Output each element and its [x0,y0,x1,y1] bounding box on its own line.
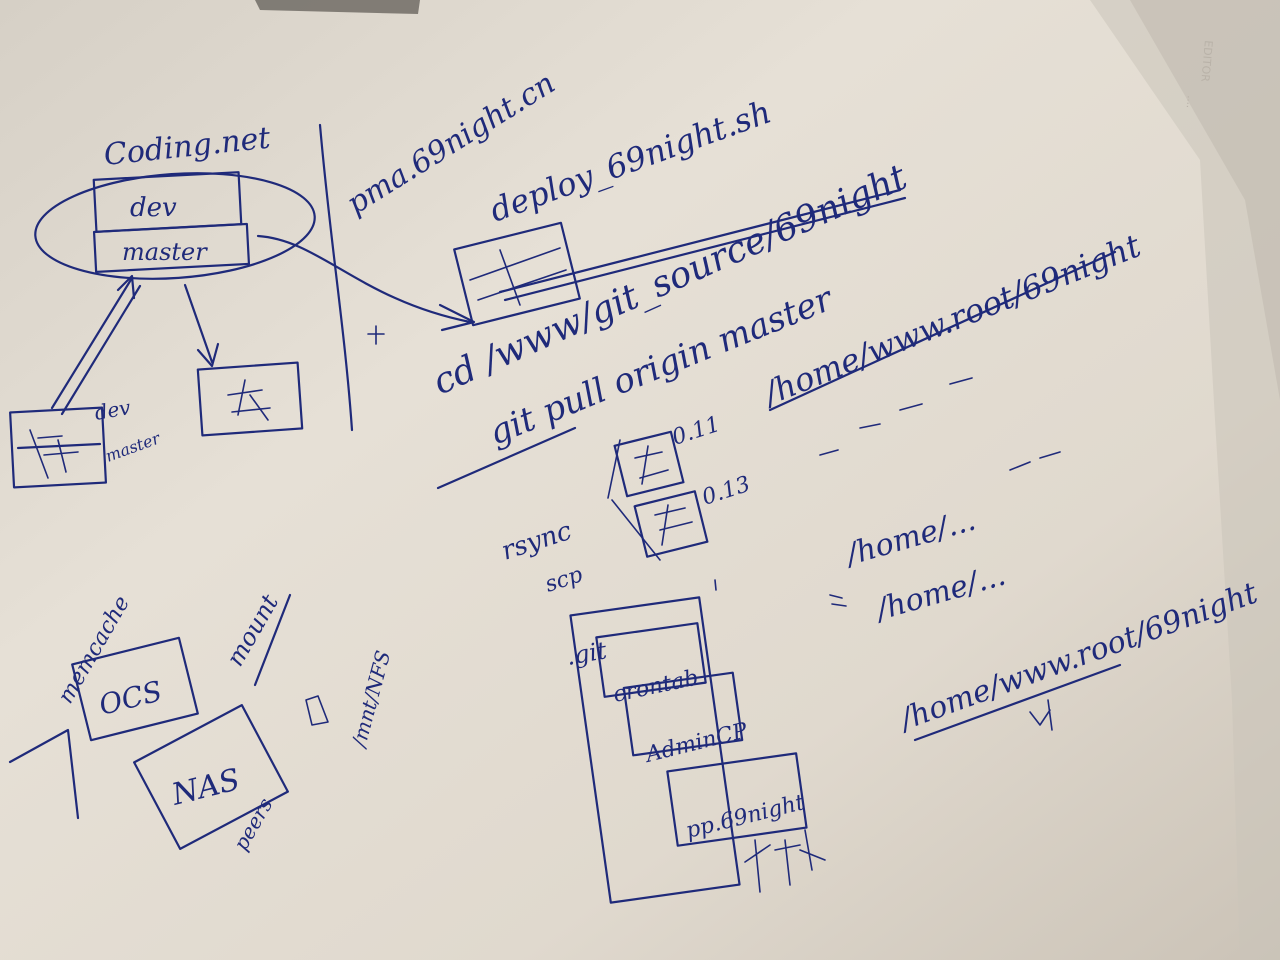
server-2-box [633,490,709,558]
admincp-box [622,671,744,757]
svg-text:····: ···· [1181,95,1193,109]
vi-mark [1029,699,1053,731]
machine-2-scribble [227,379,271,421]
home-entry-1: /home/... [840,503,980,574]
nas-label: NAS [167,762,243,813]
server-2-scribble [654,504,693,546]
dev-branch-label: dev [130,193,177,223]
section-divider [318,123,354,432]
repo-ellipse [34,172,316,280]
ocs-label: OCS [96,674,166,721]
git-underline [436,426,577,490]
pull-arrow [183,283,214,364]
deploy-arrowhead [438,303,476,332]
ip-1-label: 0.11 [669,412,723,451]
master-branch-label: master [122,238,208,266]
local-master-label: master [103,428,164,466]
cd-underline-1 [498,188,902,294]
repo-container-box [569,596,741,904]
scratch-marks [469,247,567,306]
local-machine-1-box [9,406,108,489]
git-folder-label: .git [564,636,609,671]
mount-label: mount [221,589,284,671]
deploy-arrow [256,234,472,324]
admincp-label: AdminCP [641,718,751,768]
local-machine-2-box [196,361,304,437]
ocs-box [71,636,199,742]
server-stack-outline [607,439,661,561]
mount-path-label: /mnt/NFS [346,648,395,751]
push-arrow-1 [50,276,134,410]
master-branch-box [92,222,251,273]
machine-1-scribble [29,429,79,479]
rsync-label: rsync [498,516,576,567]
server-1-box [613,430,685,498]
coding-net-label: Coding.net [102,121,273,173]
nas-box [133,703,289,851]
trailing-dashes [819,377,1061,471]
d-mark [305,695,329,726]
home-www-underline [913,663,1122,742]
home-entry-2: /home/... [870,558,1010,629]
plus-mark [367,325,385,345]
mount-underline [253,593,292,687]
arrowhead-up [116,274,136,300]
ip-2-label: 0.13 [699,472,753,511]
scratch-box [453,221,581,327]
cd-underline-2 [503,196,907,302]
peers-label: peers [229,794,278,855]
home-path-underline [768,250,1117,412]
arrowhead-down [196,342,220,368]
local-dev-label: dev [93,395,133,425]
crontab-box [595,622,707,698]
corner-bracket [8,728,80,820]
equals-mark [829,594,847,607]
tick-mark [714,579,717,591]
scp-label: scp [542,562,586,597]
crontab-label: crontab [611,665,701,707]
pp-scribble [744,829,826,893]
svg-text:EDITOR: EDITOR [1198,40,1215,83]
server-1-scribble [634,445,669,485]
pp-site-box [666,752,808,847]
push-arrow-2 [60,284,142,416]
